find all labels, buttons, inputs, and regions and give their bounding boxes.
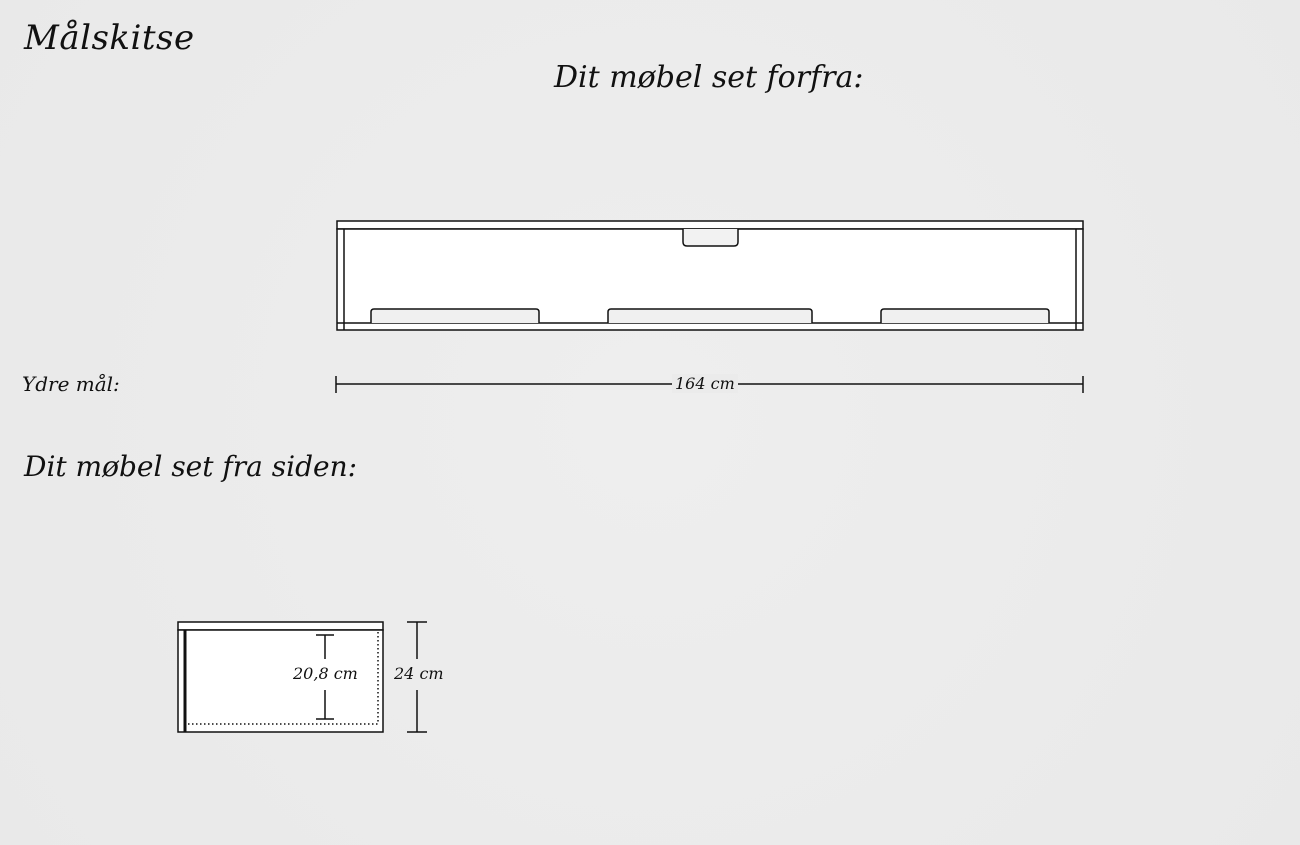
front-view-furniture xyxy=(336,220,1084,331)
side-inner-height-dimension xyxy=(316,634,334,720)
sketch-title: Målskitse xyxy=(24,18,195,58)
front-view-title: Dit møbel set forfra: xyxy=(554,60,864,95)
side-top-panel xyxy=(177,621,384,631)
side-outer-height-dimension xyxy=(407,621,427,733)
front-drawer-middle xyxy=(607,308,813,323)
front-width-label: 164 cm xyxy=(672,374,738,393)
front-top-panel xyxy=(336,220,1084,230)
front-top-handle xyxy=(682,229,739,247)
front-drawer-left xyxy=(370,308,540,323)
side-view-title: Dit møbel set fra siden: xyxy=(24,450,358,483)
side-inner-height-label: 20,8 cm xyxy=(292,664,359,683)
front-drawer-right xyxy=(880,308,1050,323)
outer-dimensions-label: Ydre mål: xyxy=(22,372,120,396)
side-outer-height-label: 24 cm xyxy=(392,664,446,683)
